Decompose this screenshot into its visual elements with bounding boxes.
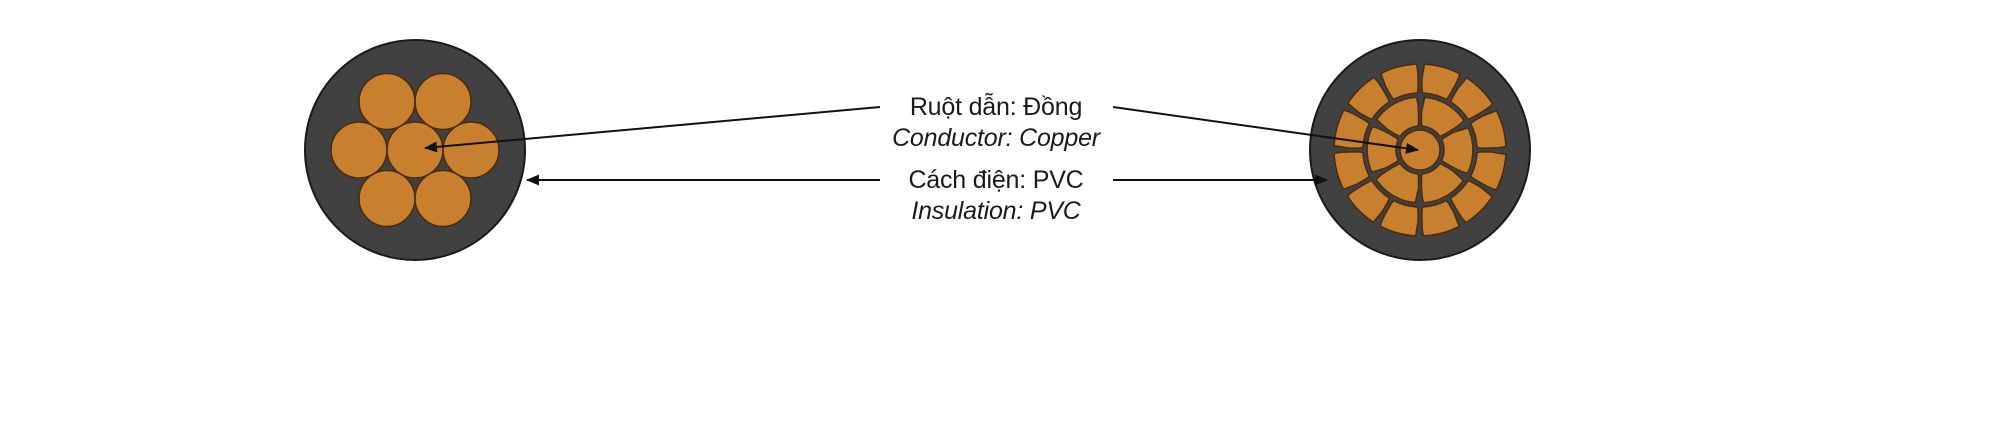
right-cable-strand: [1379, 199, 1419, 237]
leader-lines-group: [424, 106, 1419, 186]
conductor-leader-left: [424, 106, 881, 153]
right-cable-strand: [1449, 179, 1494, 224]
left-cable-strand: [414, 169, 472, 228]
right-cable-strand: [1421, 63, 1461, 101]
right-cable-strand: [1440, 126, 1474, 174]
left-cable-strand: [358, 169, 416, 228]
right-cable-strand: [1420, 162, 1465, 204]
right-cable-strand: [1346, 179, 1391, 224]
right-cable-strand: [1420, 96, 1465, 138]
left-cable-strand: [330, 121, 388, 179]
conductor-label-vietnamese: Ruột dẫn: Đồng: [910, 92, 1082, 121]
right-cable-strand: [1333, 151, 1371, 191]
right-cable-strand: [1346, 76, 1391, 121]
right-cable-strand: [1469, 109, 1507, 149]
conductor-leader-right: [1112, 106, 1419, 154]
left-cable-center-strand: [386, 121, 444, 179]
right-cable-cross-section: [1309, 39, 1531, 261]
right-cable-strand: [1421, 199, 1461, 237]
left-cable-strand: [414, 72, 472, 131]
right-cable-strand: [1366, 126, 1400, 174]
conductor-label-english: Conductor: Copper: [892, 124, 1102, 152]
left-cable-strand: [442, 121, 500, 179]
left-cable-strand: [358, 72, 416, 131]
right-cable-center-strand: [1399, 129, 1441, 171]
right-cable-strand: [1379, 63, 1419, 101]
left-cable-cross-section: [304, 39, 526, 261]
right-cable-strand: [1449, 76, 1494, 121]
right-cable-strand: [1469, 151, 1507, 191]
right-cable-strand: [1375, 96, 1420, 138]
insulation-label-vietnamese: Cách điện: PVC: [908, 166, 1083, 194]
right-cable-strand: [1375, 162, 1420, 204]
insulation-label-english: Insulation: PVC: [911, 197, 1081, 225]
